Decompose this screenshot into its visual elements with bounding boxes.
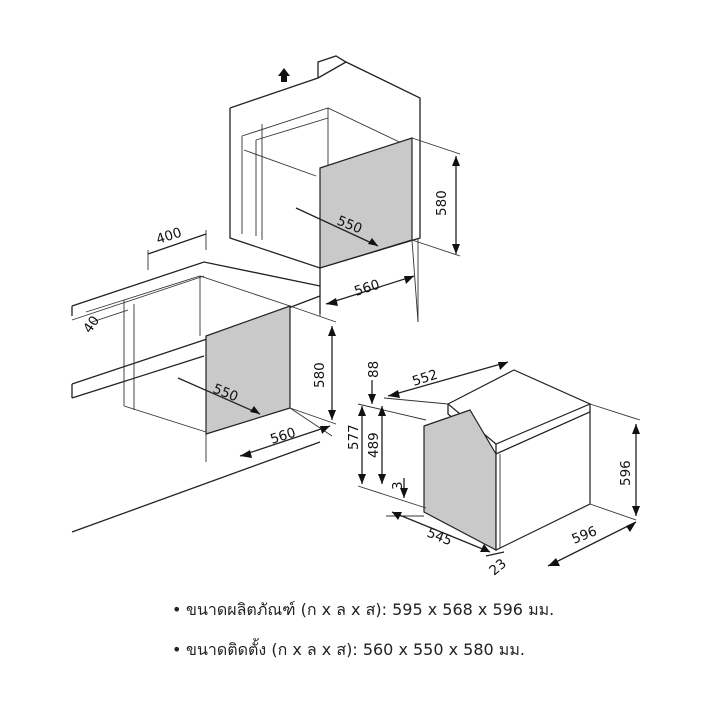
- lower-width-label: 560: [268, 425, 297, 448]
- bullet-icon: •: [172, 600, 182, 619]
- oven-gap-label: 3: [390, 481, 406, 490]
- oven-body-depth-label: 545: [425, 525, 455, 549]
- oven-height-577-label: 577: [346, 424, 362, 450]
- upper-cabinet: [229, 55, 461, 323]
- bullet-icon: •: [172, 640, 182, 659]
- oven: [357, 361, 641, 567]
- product-size-text: ขนาดผลิตภัณฑ์ (ก x ล x ส): 595 x 568 x 5…: [186, 600, 555, 619]
- oven-top-offset-label: 88: [366, 361, 382, 378]
- install-size-text: ขนาดติดตั้ง (ก x ล x ส): 560 x 550 x 580…: [186, 640, 525, 659]
- lower-top-offset-label: 400: [154, 225, 183, 248]
- upper-width-label: 560: [352, 277, 381, 300]
- upper-height-label: 580: [434, 190, 450, 216]
- product-size-spec: •ขนาดผลิตภัณฑ์ (ก x ล x ส): 595 x 568 x …: [172, 598, 554, 623]
- lower-height-label: 580: [312, 362, 328, 388]
- oven-height-489-label: 489: [366, 432, 382, 458]
- oven-width-label: 596: [570, 523, 600, 547]
- oven-door-depth-label: 23: [486, 556, 509, 579]
- oven-top-depth-label: 552: [410, 367, 439, 390]
- install-size-spec: •ขนาดติดตั้ง (ก x ล x ส): 560 x 550 x 58…: [172, 638, 525, 663]
- up-arrow-icon: [278, 68, 290, 82]
- oven-height-label: 596: [618, 460, 634, 486]
- lower-cabinet: [71, 230, 419, 533]
